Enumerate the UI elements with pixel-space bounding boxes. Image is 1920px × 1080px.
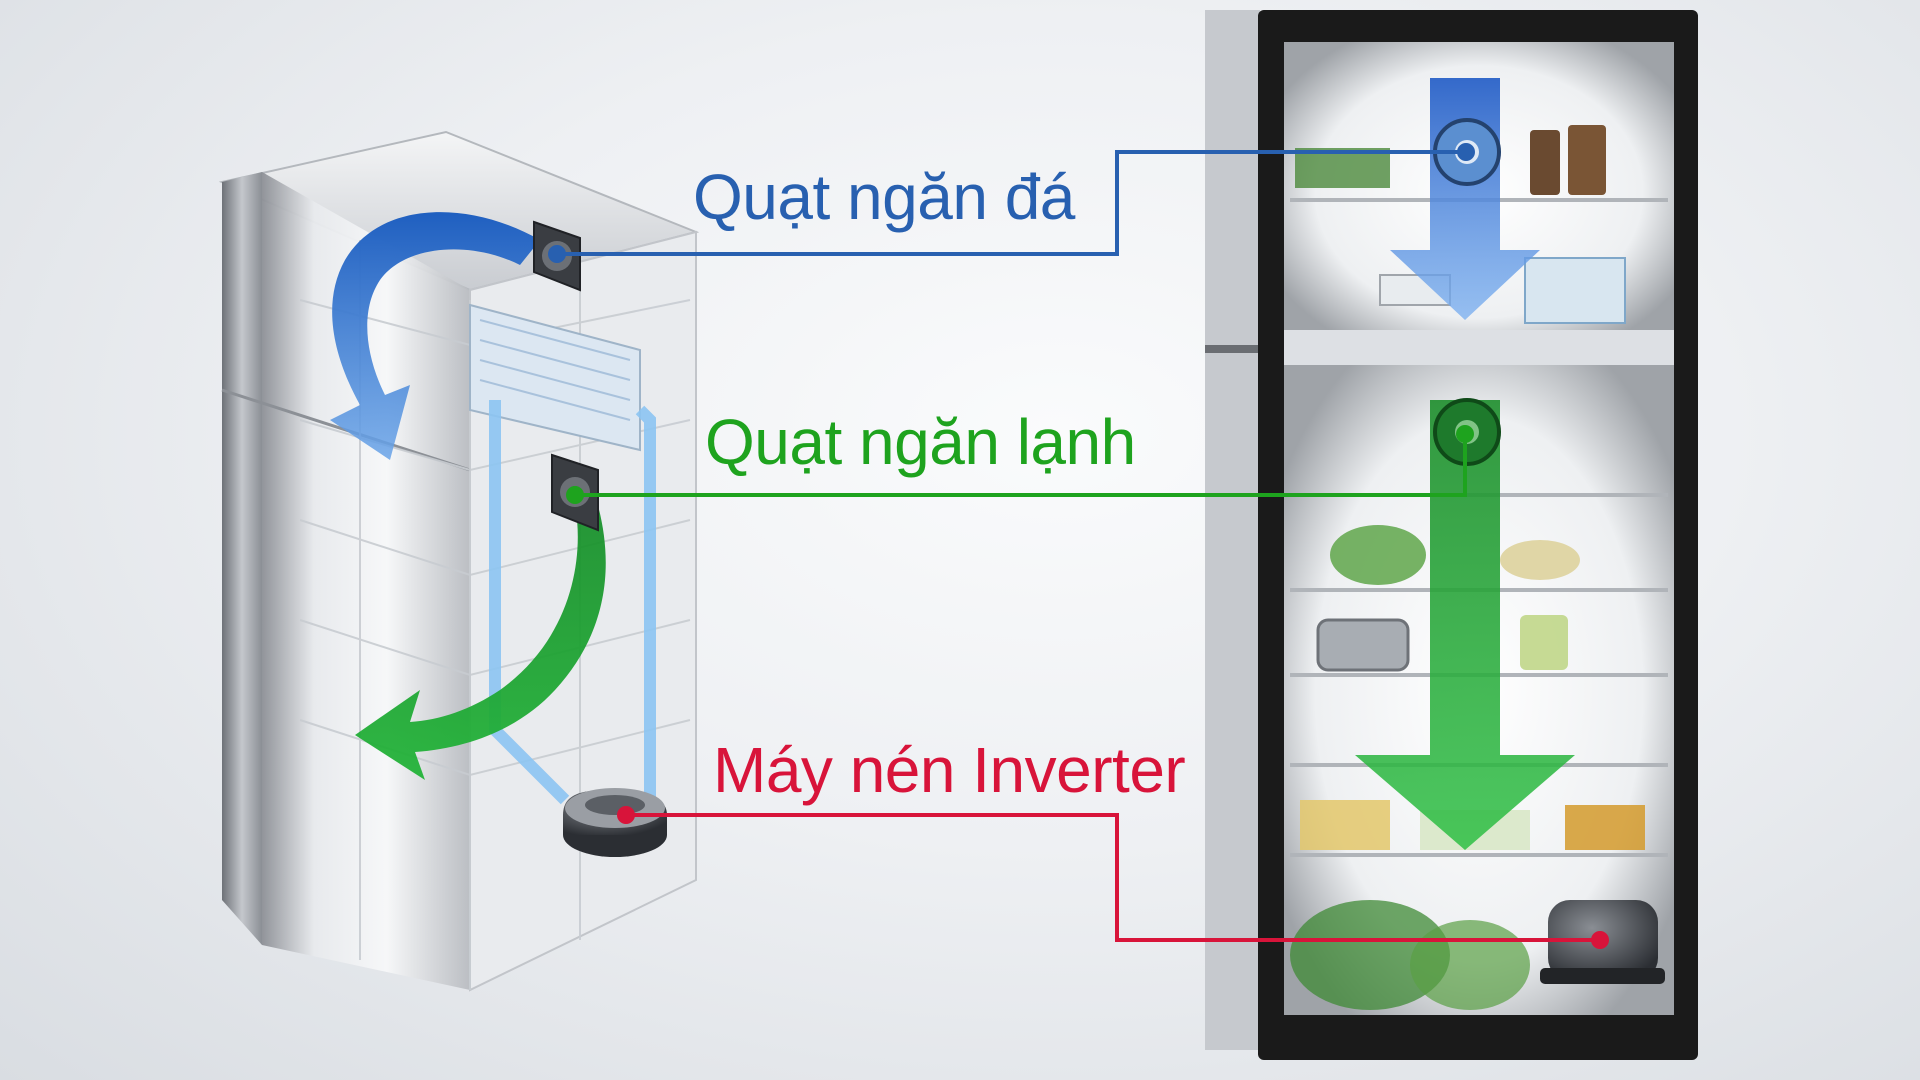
callout-line-fridge-fan [566, 425, 1474, 504]
airflow-arrow-icon [1390, 78, 1540, 320]
airflow-arrow-icon [1355, 400, 1575, 850]
fridge-cutaway-icon [218, 130, 700, 992]
freezer-fan-label: Quạt ngăn đá [693, 161, 1075, 233]
callout-line-compressor [617, 806, 1609, 949]
compressor-label: Máy nén Inverter [713, 734, 1186, 806]
fridge-fan-label: Quạt ngăn lạnh [705, 406, 1136, 478]
compressor-icon [563, 788, 667, 857]
callout-line-freezer-fan [548, 143, 1475, 263]
airflow-arrow-icon [330, 212, 540, 460]
